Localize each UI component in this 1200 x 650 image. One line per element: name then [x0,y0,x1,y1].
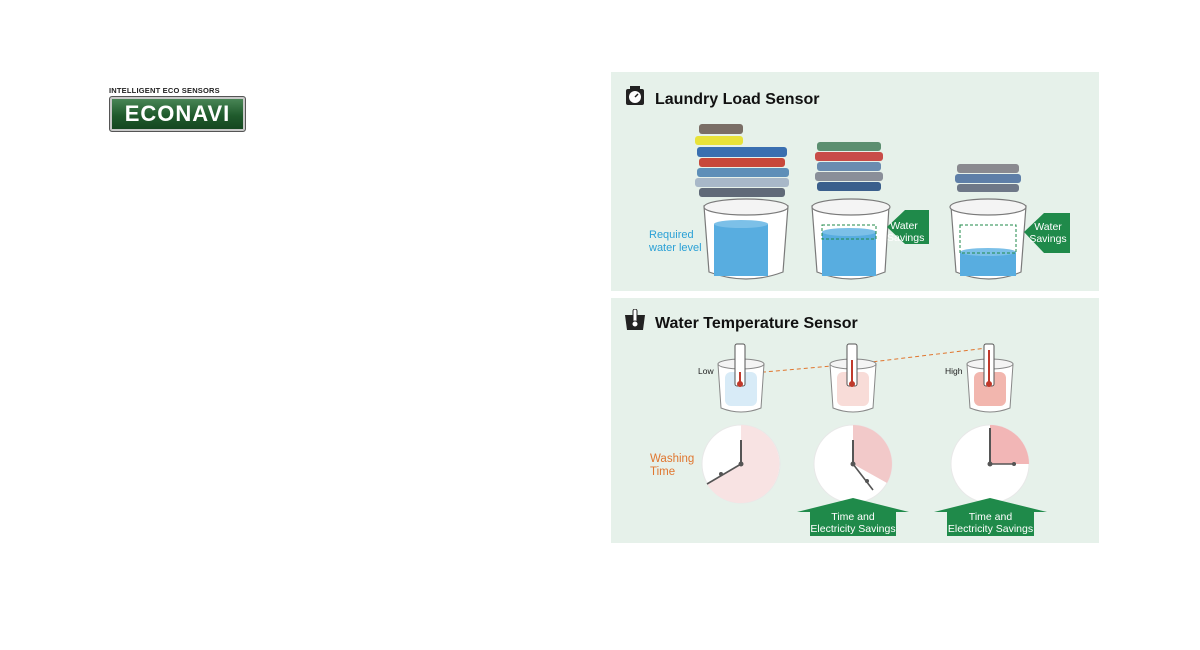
required-water-level-label: Required water level [649,229,702,254]
tub-full-load [703,198,789,280]
logo-tagline: INTELLIGENT ECO SENSORS [109,86,220,95]
large-laundry-stack [695,124,789,197]
clock-long-washing-time [701,424,781,504]
time-savings-arrow-2 [797,498,909,536]
temp-sensor-title: Water Temperature Sensor [655,315,858,332]
small-laundry-stack [955,164,1021,192]
temp-sensor-illustration [701,343,1047,536]
water-savings-label-3: Water Savings [1029,221,1067,245]
econavi-logo: INTELLIGENT ECO SENSORS ECONAVI [109,86,246,132]
low-temperature-label: Low [698,366,714,376]
time-savings-arrow-3 [934,498,1047,536]
tub-low-temperature [717,358,765,413]
laundry-load-sensor-panel: Laundry Load Sensor [611,72,1099,291]
scale-icon [626,86,644,105]
logo-badge: ECONAVI [109,96,246,132]
tub-high-temperature [966,358,1014,413]
time-savings-label-3: Time and Electricity Savings [947,511,1034,535]
water-temperature-sensor-panel: Water Temperature Sensor [611,298,1099,543]
water-savings-label-2: Water Savings [887,220,925,244]
tub-thermometer-icon [625,309,645,330]
washing-time-label: Washing Time [650,453,695,478]
clock-medium-washing-time [813,424,893,504]
medium-laundry-stack [815,142,883,191]
high-temperature-label: High [945,366,963,376]
logo-name: ECONAVI [124,101,231,126]
clock-short-washing-time [950,424,1030,504]
tub-medium-temperature [829,358,877,413]
tub-medium-load [811,198,891,280]
load-sensor-illustration [695,124,1070,280]
load-sensor-title: Laundry Load Sensor [655,91,820,108]
water-savings-arrow-3 [1024,213,1070,253]
thermometer-low [734,343,746,387]
thermometer-medium [846,343,858,387]
time-savings-label-2: Time and Electricity Savings [810,511,896,535]
tub-small-load [949,198,1027,280]
water-savings-arrow-2 [887,210,929,244]
thermometer-high [983,343,995,387]
